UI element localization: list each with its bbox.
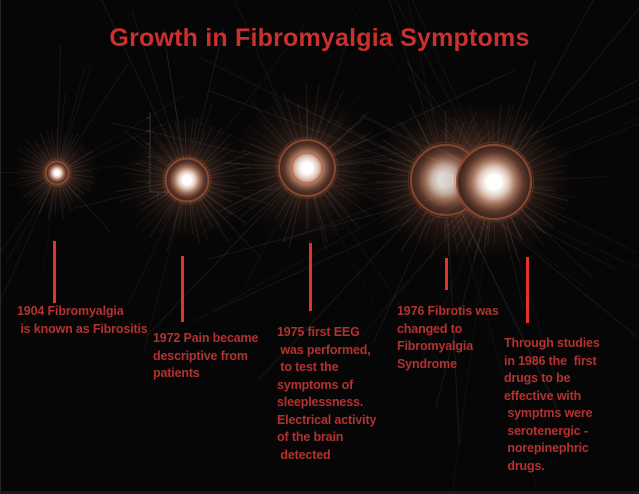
timeline-connector-1986 <box>526 257 529 323</box>
milestone-label-1986: Through studies in 1986 the first drugs … <box>504 336 600 473</box>
timeline-connector-1904 <box>53 241 56 303</box>
milestone-label-1904: 1904 Fibromyalgia is known as Fibrositis <box>17 304 148 336</box>
milestone-label-1972: 1972 Pain became descriptive from patien… <box>153 331 259 380</box>
page-title: Growth in Fibromyalgia Symptoms <box>109 24 530 52</box>
timeline-connector-1976 <box>445 258 448 290</box>
canvas-left-edge <box>0 0 1 494</box>
canvas-bottom-edge <box>0 491 639 494</box>
timeline-connector-1972 <box>181 256 184 322</box>
timeline-connector-1975 <box>309 243 312 311</box>
milestone-label-1975: 1975 first EEG was performed, to test th… <box>277 325 377 462</box>
milestone-label-1976: 1976 Fibrotis was changed to Fibromyalgi… <box>397 304 499 371</box>
